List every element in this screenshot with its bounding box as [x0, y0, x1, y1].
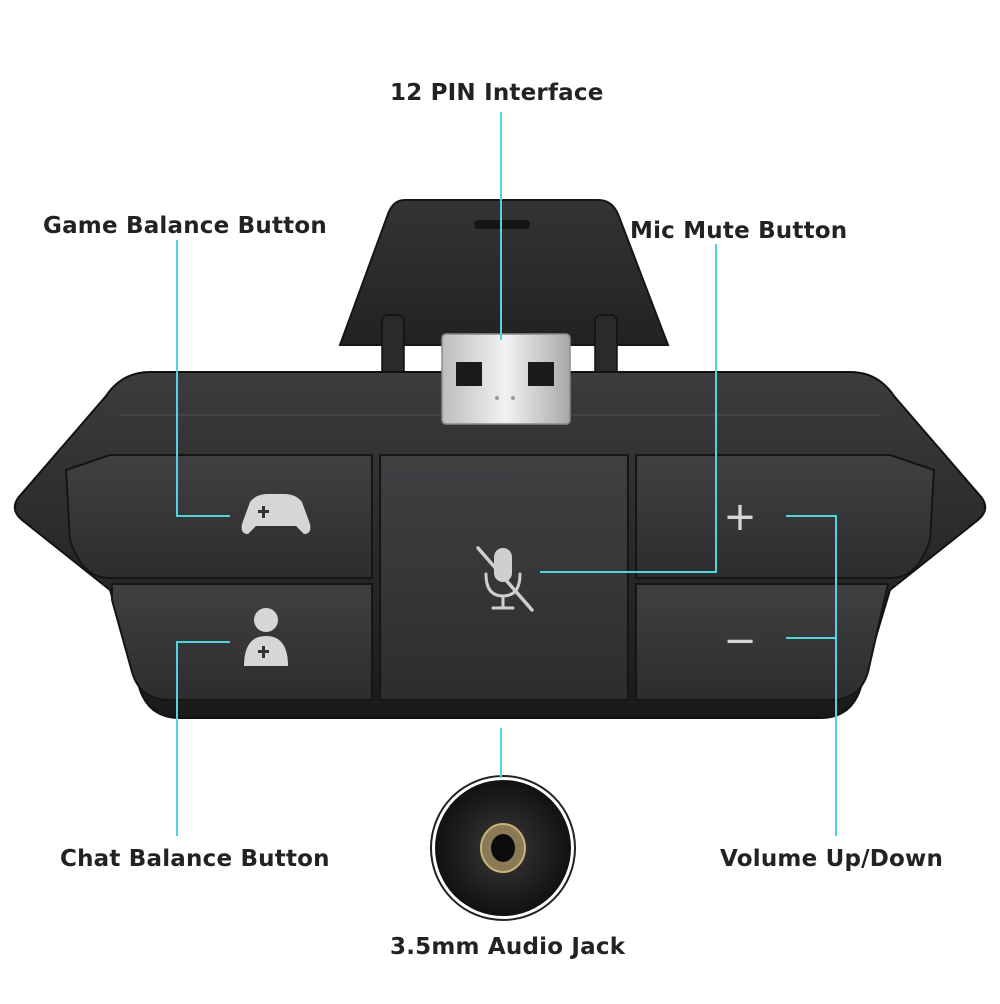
top-tab: [338, 199, 670, 346]
plus-glyph: +: [723, 494, 757, 540]
volume-down-button[interactable]: [635, 583, 890, 701]
label-12-pin-interface: 12 PIN Interface: [390, 80, 604, 106]
chat-balance-button[interactable]: [111, 583, 373, 701]
gamepad-plus-icon: [241, 494, 311, 534]
pin-slot-left: [456, 362, 482, 386]
person-plus-icon: [244, 608, 288, 666]
label-mic-mute-button: Mic Mute Button: [630, 218, 848, 244]
leader-lines: [176, 112, 837, 836]
label-chat-balance-button: Chat Balance Button: [60, 846, 330, 872]
pin-slot-right: [528, 362, 554, 386]
minus-glyph: −: [723, 618, 757, 664]
pin-dot: [495, 396, 499, 400]
label-volume-up-down: Volume Up/Down: [720, 846, 944, 872]
label-audio-jack: 3.5mm Audio Jack: [390, 934, 626, 960]
mic-off-icon: [476, 546, 534, 612]
pin-connector: [441, 333, 571, 425]
volume-up-button[interactable]: [635, 454, 936, 579]
pin-dot: [511, 396, 515, 400]
label-game-balance-button: Game Balance Button: [43, 213, 327, 239]
